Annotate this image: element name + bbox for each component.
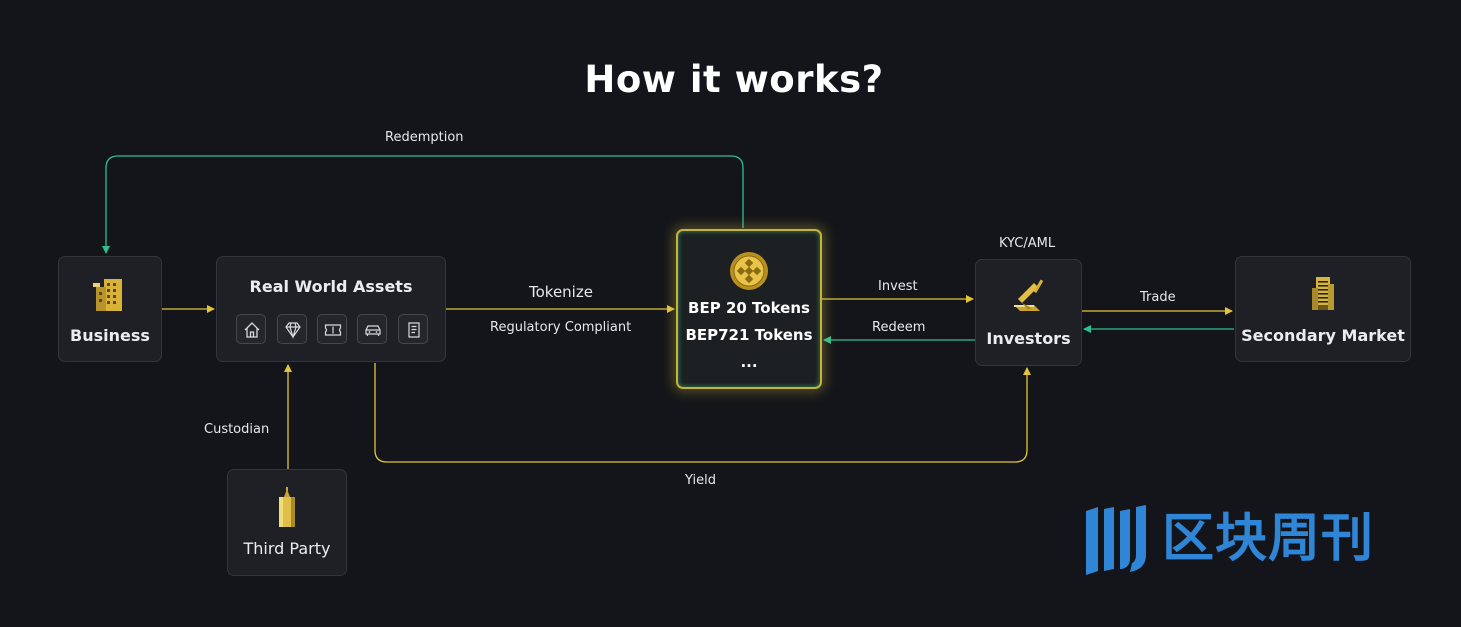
- secondary-market-card: Secondary Market: [1235, 256, 1411, 362]
- market-building-icon: [1312, 277, 1334, 310]
- third-party-building-icon: [279, 487, 295, 527]
- real-world-assets-card: Real World Assets: [216, 256, 446, 362]
- diamond-icon: [277, 314, 307, 344]
- yield-label: Yield: [685, 473, 716, 488]
- investor-icon: [1013, 279, 1043, 311]
- tokenize-label: Tokenize: [529, 283, 593, 301]
- watermark-logo-icon: [1086, 505, 1146, 575]
- invest-label: Invest: [878, 279, 918, 294]
- third-party-label: Third Party: [243, 539, 331, 558]
- business-label: Business: [70, 326, 150, 345]
- kyc-aml-label: KYC/AML: [999, 236, 1056, 251]
- redeem-label: Redeem: [872, 320, 926, 335]
- redemption-connector: [102, 155, 744, 254]
- bep721-tokens-label: BEP721 Tokens: [685, 326, 813, 344]
- document-icon: [398, 314, 428, 344]
- house-icon: [236, 314, 266, 344]
- investors-card: Investors: [975, 259, 1082, 366]
- trade-label: Trade: [1140, 290, 1176, 305]
- business-card: Business: [58, 256, 162, 362]
- regulatory-compliant-label: Regulatory Compliant: [490, 320, 632, 335]
- building-icon: [93, 279, 122, 311]
- redemption-label: Redemption: [385, 130, 464, 145]
- investors-label: Investors: [986, 329, 1071, 348]
- real-world-assets-label: Real World Assets: [249, 277, 413, 296]
- tokens-card: BEP 20 Tokens BEP721 Tokens ...: [676, 229, 822, 389]
- more-tokens-label: ...: [740, 353, 758, 371]
- ticket-icon: [317, 314, 347, 344]
- third-party-card: Third Party: [227, 469, 347, 576]
- secondary-market-label: Secondary Market: [1241, 326, 1405, 345]
- custodian-label: Custodian: [204, 422, 270, 437]
- bnb-coin-icon: [730, 252, 768, 290]
- yield-connector: [374, 363, 1031, 463]
- car-icon: [357, 314, 387, 344]
- bep20-tokens-label: BEP 20 Tokens: [688, 299, 810, 317]
- watermark-text: 区块周刊: [1162, 509, 1375, 569]
- page-title: How it works?: [584, 58, 884, 101]
